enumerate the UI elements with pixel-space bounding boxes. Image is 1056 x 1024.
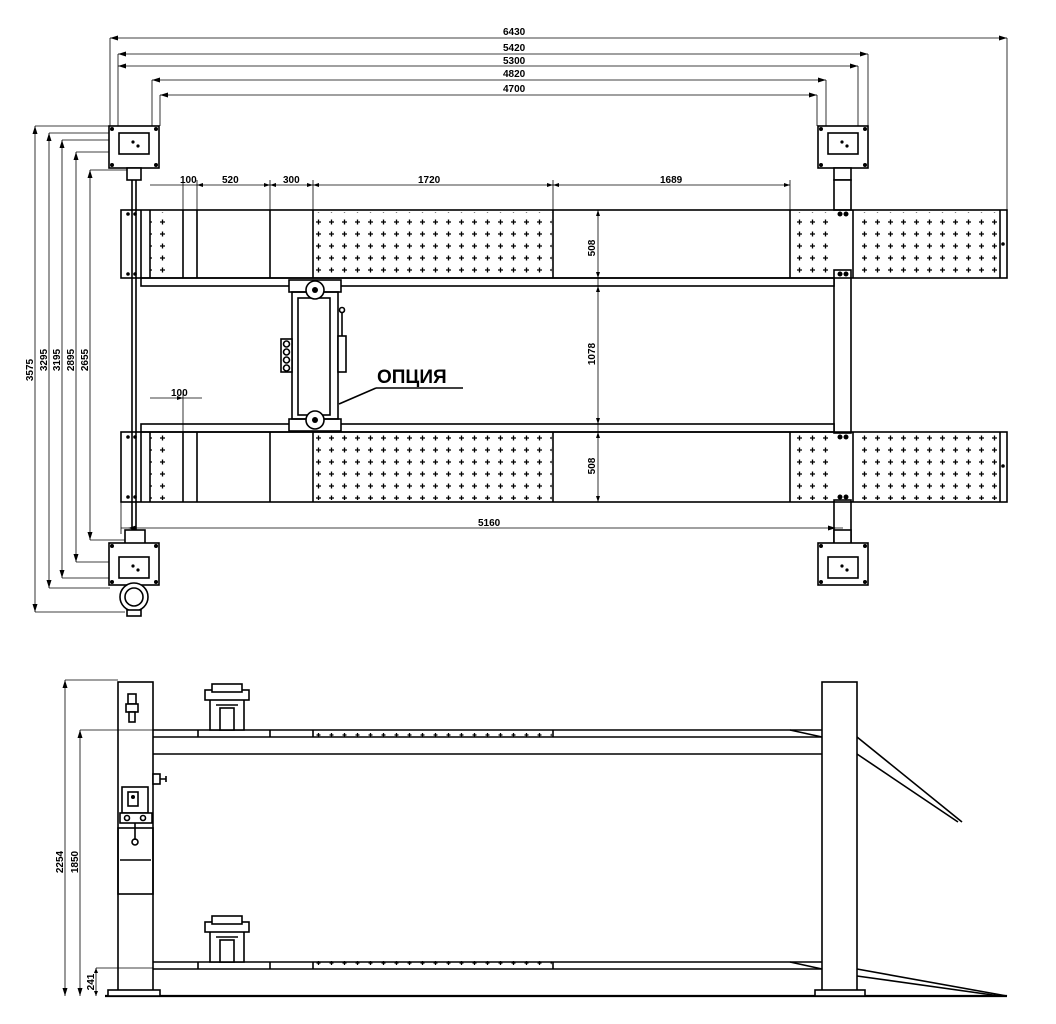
cross-beams xyxy=(140,277,835,433)
side-lowered-platform xyxy=(153,961,1008,997)
post-top-right xyxy=(817,125,869,544)
dim-1689: 1689 xyxy=(660,175,683,186)
dim-3575: 3575 xyxy=(25,358,36,381)
side-left-column xyxy=(107,681,167,997)
post-bottom-right xyxy=(817,529,869,586)
runway-length-dimension xyxy=(120,502,843,534)
side-right-column xyxy=(814,681,866,997)
dim-100-top: 100 xyxy=(180,175,197,186)
dim-6430: 6430 xyxy=(503,27,526,38)
dim-2655: 2655 xyxy=(80,348,91,371)
side-raised-platform xyxy=(153,729,963,823)
option-label: ОПЦИЯ xyxy=(377,367,447,388)
dim-3295: 3295 xyxy=(39,348,50,371)
side-jack-lowered xyxy=(204,915,250,963)
dim-5160: 5160 xyxy=(478,518,501,529)
runway-lower xyxy=(120,431,1008,503)
dim-2895: 2895 xyxy=(66,348,77,371)
post-bottom-left xyxy=(108,529,160,617)
side-height-dimensions xyxy=(62,679,153,996)
jacking-beam-option xyxy=(280,279,347,432)
dim-300: 300 xyxy=(283,175,300,186)
dim-1720: 1720 xyxy=(418,175,441,186)
dim-5300: 5300 xyxy=(503,56,526,67)
dim-4700: 4700 xyxy=(503,84,526,95)
left-dimension-lines xyxy=(32,125,128,613)
dim-3195: 3195 xyxy=(52,348,63,371)
dim-100-inner: 100 xyxy=(171,388,188,399)
top-dimension-lines xyxy=(109,35,1008,210)
post-top-left xyxy=(108,125,160,540)
dim-508-lower: 508 xyxy=(587,457,598,474)
dim-508-upper: 508 xyxy=(587,239,598,256)
dim-1850: 1850 xyxy=(70,850,81,873)
option-leader xyxy=(338,387,463,405)
dim-4820: 4820 xyxy=(503,69,526,80)
inner-offset-dimension xyxy=(150,392,202,432)
runway-vertical-dimensions xyxy=(596,210,600,502)
dim-5420: 5420 xyxy=(503,43,526,54)
side-view: 2254 1850 241 xyxy=(55,679,1008,998)
dim-520: 520 xyxy=(222,175,239,186)
side-jack-raised xyxy=(204,683,250,731)
dim-1078: 1078 xyxy=(587,342,598,365)
runway-upper xyxy=(120,209,1008,279)
dim-241: 241 xyxy=(86,973,97,990)
plan-view: 6430 5420 5300 4820 4700 xyxy=(25,27,1008,617)
dim-2254: 2254 xyxy=(55,850,66,873)
